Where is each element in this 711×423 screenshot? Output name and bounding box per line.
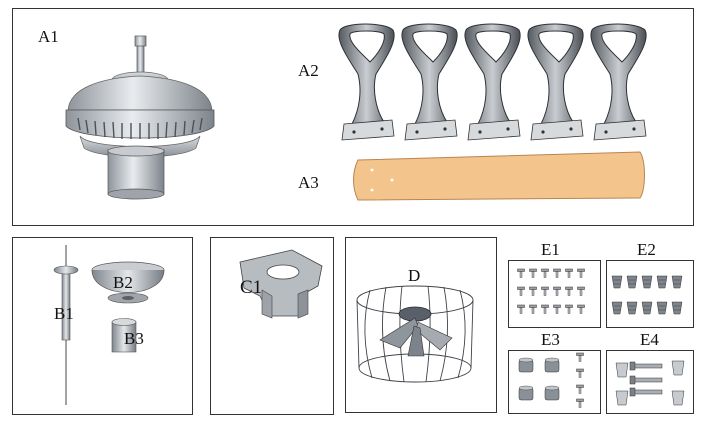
e2-bolts (611, 275, 683, 315)
label-a3: A3 (298, 173, 319, 192)
label-b3: B3 (124, 329, 144, 348)
label-a1: A1 (38, 27, 59, 46)
e3-parts (518, 352, 584, 408)
label-e1: E1 (541, 240, 560, 259)
label-e4: E4 (640, 330, 659, 349)
e4-parts (615, 360, 685, 406)
label-d: D (408, 266, 421, 285)
label-c1: C1 (240, 277, 263, 298)
label-e2: E2 (637, 240, 656, 259)
label-b2: B2 (113, 273, 133, 292)
panel-e2 (606, 260, 694, 328)
blade-arm (338, 23, 395, 141)
label-b1: B1 (54, 304, 74, 323)
label-a2: A2 (298, 61, 319, 80)
e1-screws (517, 268, 585, 314)
label-e3: E3 (541, 330, 560, 349)
